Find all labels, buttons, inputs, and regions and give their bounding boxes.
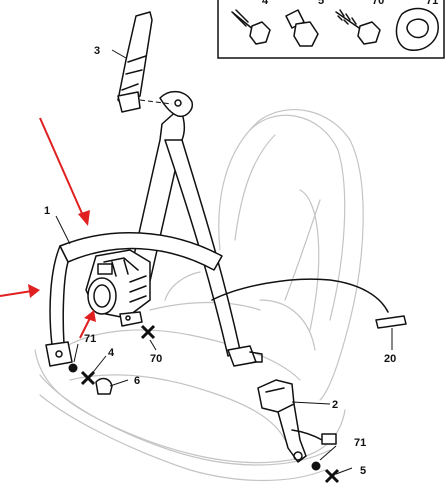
inset-screw-4: 4 [231,0,271,45]
label-connector-20: 20 [384,353,396,365]
inset-screw-70: 70 [335,0,384,45]
inset-label-5: 5 [318,0,324,7]
inset-label-4: 4 [262,0,269,7]
seat-outline [34,109,364,482]
washer-71-right [311,461,321,471]
label-cap-6: 6 [134,375,140,387]
screw-70-marker [140,324,156,340]
label-screw-70: 70 [150,353,162,365]
label-buckle: 2 [332,399,338,411]
indicator-arrows [0,117,96,339]
nut-5-marker [324,468,340,484]
sensor-cable [211,278,407,329]
inset-washer-71: 71 [395,0,439,51]
washer-71-left [68,363,78,373]
label-washer-71-right: 71 [354,437,366,449]
seatbelt-buckle [257,379,337,463]
inset-label-71: 71 [426,0,438,7]
label-screw-4: 4 [108,347,115,359]
inset-bolt-5: 5 [285,0,324,47]
label-belt: 1 [44,205,50,217]
fasteners [68,324,340,484]
label-height-adjuster: 3 [94,45,100,57]
height-adjuster [117,11,173,113]
label-washer-71-left: 71 [84,333,96,345]
cap-6 [95,377,113,395]
callout-labels: 1 3 2 71 4 6 70 71 5 20 [44,45,396,477]
belt-webbing [45,90,263,367]
fastener-inset: 4 5 70 71 [217,0,445,59]
leader-lines [55,49,393,475]
retractor-unit [85,249,151,327]
inset-label-70: 70 [372,0,384,7]
label-nut-5: 5 [360,465,366,477]
